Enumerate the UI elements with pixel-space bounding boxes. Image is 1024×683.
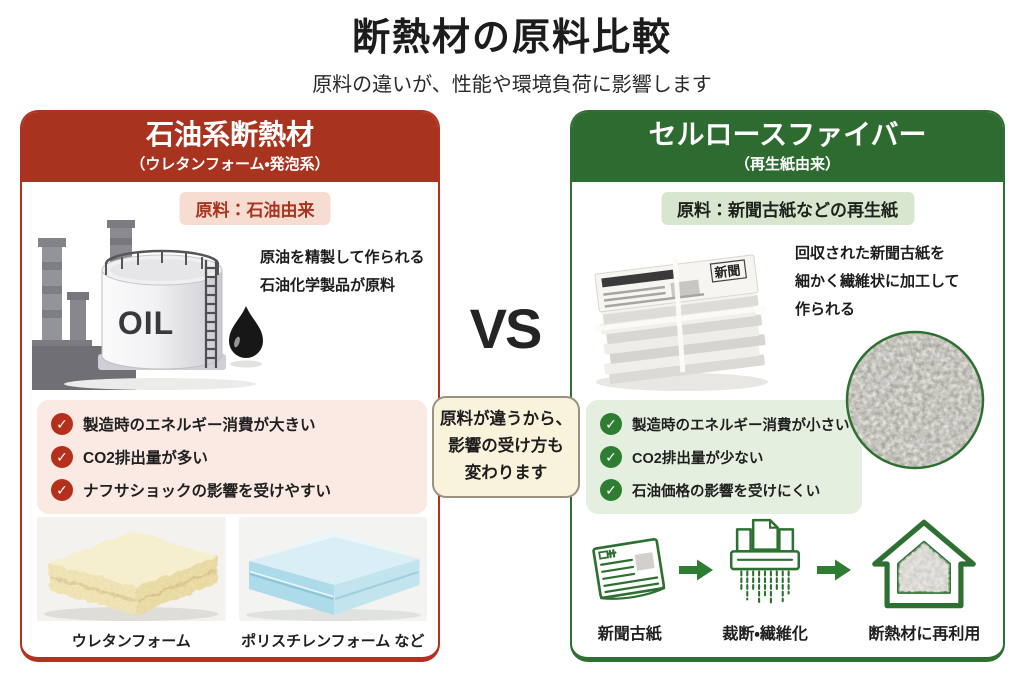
list-item: ✓ ナフサショックの影響を受けやすい xyxy=(51,479,413,501)
polystyrene-foam-figure: ポリスチレンフォーム など xyxy=(238,517,427,651)
center-note-line: 原料が違うから、 xyxy=(440,410,572,428)
cellulose-source-badge: 原料：新聞古紙などの再生紙 xyxy=(661,192,914,225)
check-icon: ✓ xyxy=(600,413,622,435)
page-subtitle: 原料の違いが、性能や環境負荷に影響します xyxy=(312,74,712,96)
check-icon: ✓ xyxy=(600,446,622,468)
product-label: ポリスチレンフォーム など xyxy=(241,633,425,650)
urethane-foam-photo xyxy=(37,517,226,621)
newspaper-stack-photo: 新聞 xyxy=(594,254,768,391)
flow-step-shredding: 裁断・繊維化 xyxy=(715,515,814,644)
product-label: ウレタンフォーム xyxy=(71,633,191,650)
cellulose-panel-header: セルロースファイバー （再生紙由来） xyxy=(572,112,1003,182)
arrow-right-icon xyxy=(679,559,714,581)
check-icon: ✓ xyxy=(51,413,73,435)
check-icon: ✓ xyxy=(600,479,622,501)
product-photos: ウレタンフォーム ポリスチレンフォーム など xyxy=(37,517,427,651)
oil-tank-label: OIL xyxy=(118,305,174,341)
flow-step-newspaper: 新聞古紙 xyxy=(582,515,677,644)
vs-text: VS xyxy=(469,297,543,360)
list-item: ✓ 石油価格の影響を受けにくい xyxy=(600,479,848,501)
check-icon: ✓ xyxy=(51,446,73,468)
shredder-icon xyxy=(730,518,801,606)
flow-step-reuse: 断熱材に再利用 xyxy=(853,515,996,644)
center-note: 原料が違うから、 影響の受け方も 変わります xyxy=(432,396,580,498)
cellulose-panel: セルロースファイバー （再生紙由来） 原料：新聞古紙などの再生紙 新聞 xyxy=(570,110,1005,662)
page-header: 断熱材の原料比較 原料の違いが、性能や環境負荷に影響します xyxy=(0,6,1024,97)
center-note-line: 変わります xyxy=(464,464,548,483)
factory-silhouette xyxy=(32,220,136,390)
flow-step-label: 断熱材に再利用 xyxy=(868,626,981,643)
tank-ladder xyxy=(204,260,218,368)
petroleum-points-list: ✓ 製造時のエネルギー消費が大きい ✓ CO2排出量が多い ✓ ナフサショックの… xyxy=(37,400,427,514)
petroleum-panel-title: 石油系断熱材 xyxy=(145,118,314,150)
flow-step-label: 新聞古紙 xyxy=(597,626,662,643)
newspaper-icon xyxy=(591,537,666,600)
petroleum-panel-header: 石油系断熱材 （ウレタンフォーム・発泡系） xyxy=(22,112,438,182)
petroleum-panel: 石油系断熱材 （ウレタンフォーム・発泡系） 原料：石油由来 xyxy=(20,110,440,662)
list-item: ✓ 製造時のエネルギー消費が小さい xyxy=(600,413,850,435)
oil-drop-icon xyxy=(229,306,263,368)
recycle-process-flow: 新聞古紙 xyxy=(582,515,996,644)
cellulose-points-list: ✓ 製造時のエネルギー消費が小さい ✓ CO2排出量が少ない ✓ 石油価格の影響… xyxy=(586,400,862,514)
urethane-foam-figure: ウレタンフォーム xyxy=(37,517,226,651)
cellulose-panel-subtitle: （再生紙由来） xyxy=(734,156,840,174)
list-item: ✓ CO2排出量が多い xyxy=(51,446,413,468)
list-item: ✓ 製造時のエネルギー消費が大きい xyxy=(51,413,413,435)
cellulose-description: 回収された新聞古紙を 細かく繊維状に加工して 作られる xyxy=(795,245,960,318)
flow-step-label: 裁断・繊維化 xyxy=(722,626,808,643)
oil-tank: OIL xyxy=(64,249,256,390)
page-title: 断熱材の原料比較 xyxy=(351,17,672,59)
petroleum-panel-subtitle: （ウレタンフォーム・発泡系） xyxy=(130,156,330,174)
arrow-right-icon xyxy=(816,559,851,581)
cellulose-fiber-photo xyxy=(845,330,985,470)
polystyrene-foam-photo xyxy=(238,517,427,621)
newspaper-title-text: 新聞 xyxy=(713,263,742,281)
list-item: ✓ CO2排出量が少ない xyxy=(600,446,848,468)
house-icon xyxy=(872,519,977,609)
oil-refinery-illustration: OIL xyxy=(32,220,263,390)
check-icon: ✓ xyxy=(51,479,73,501)
cellulose-panel-title: セルロースファイバー xyxy=(648,118,927,150)
petroleum-description: 原油を精製して作られる 石油化学製品が原料 xyxy=(260,249,425,294)
center-note-line: 影響の受け方も xyxy=(448,437,564,456)
petroleum-source-badge: 原料：石油由来 xyxy=(179,192,331,225)
